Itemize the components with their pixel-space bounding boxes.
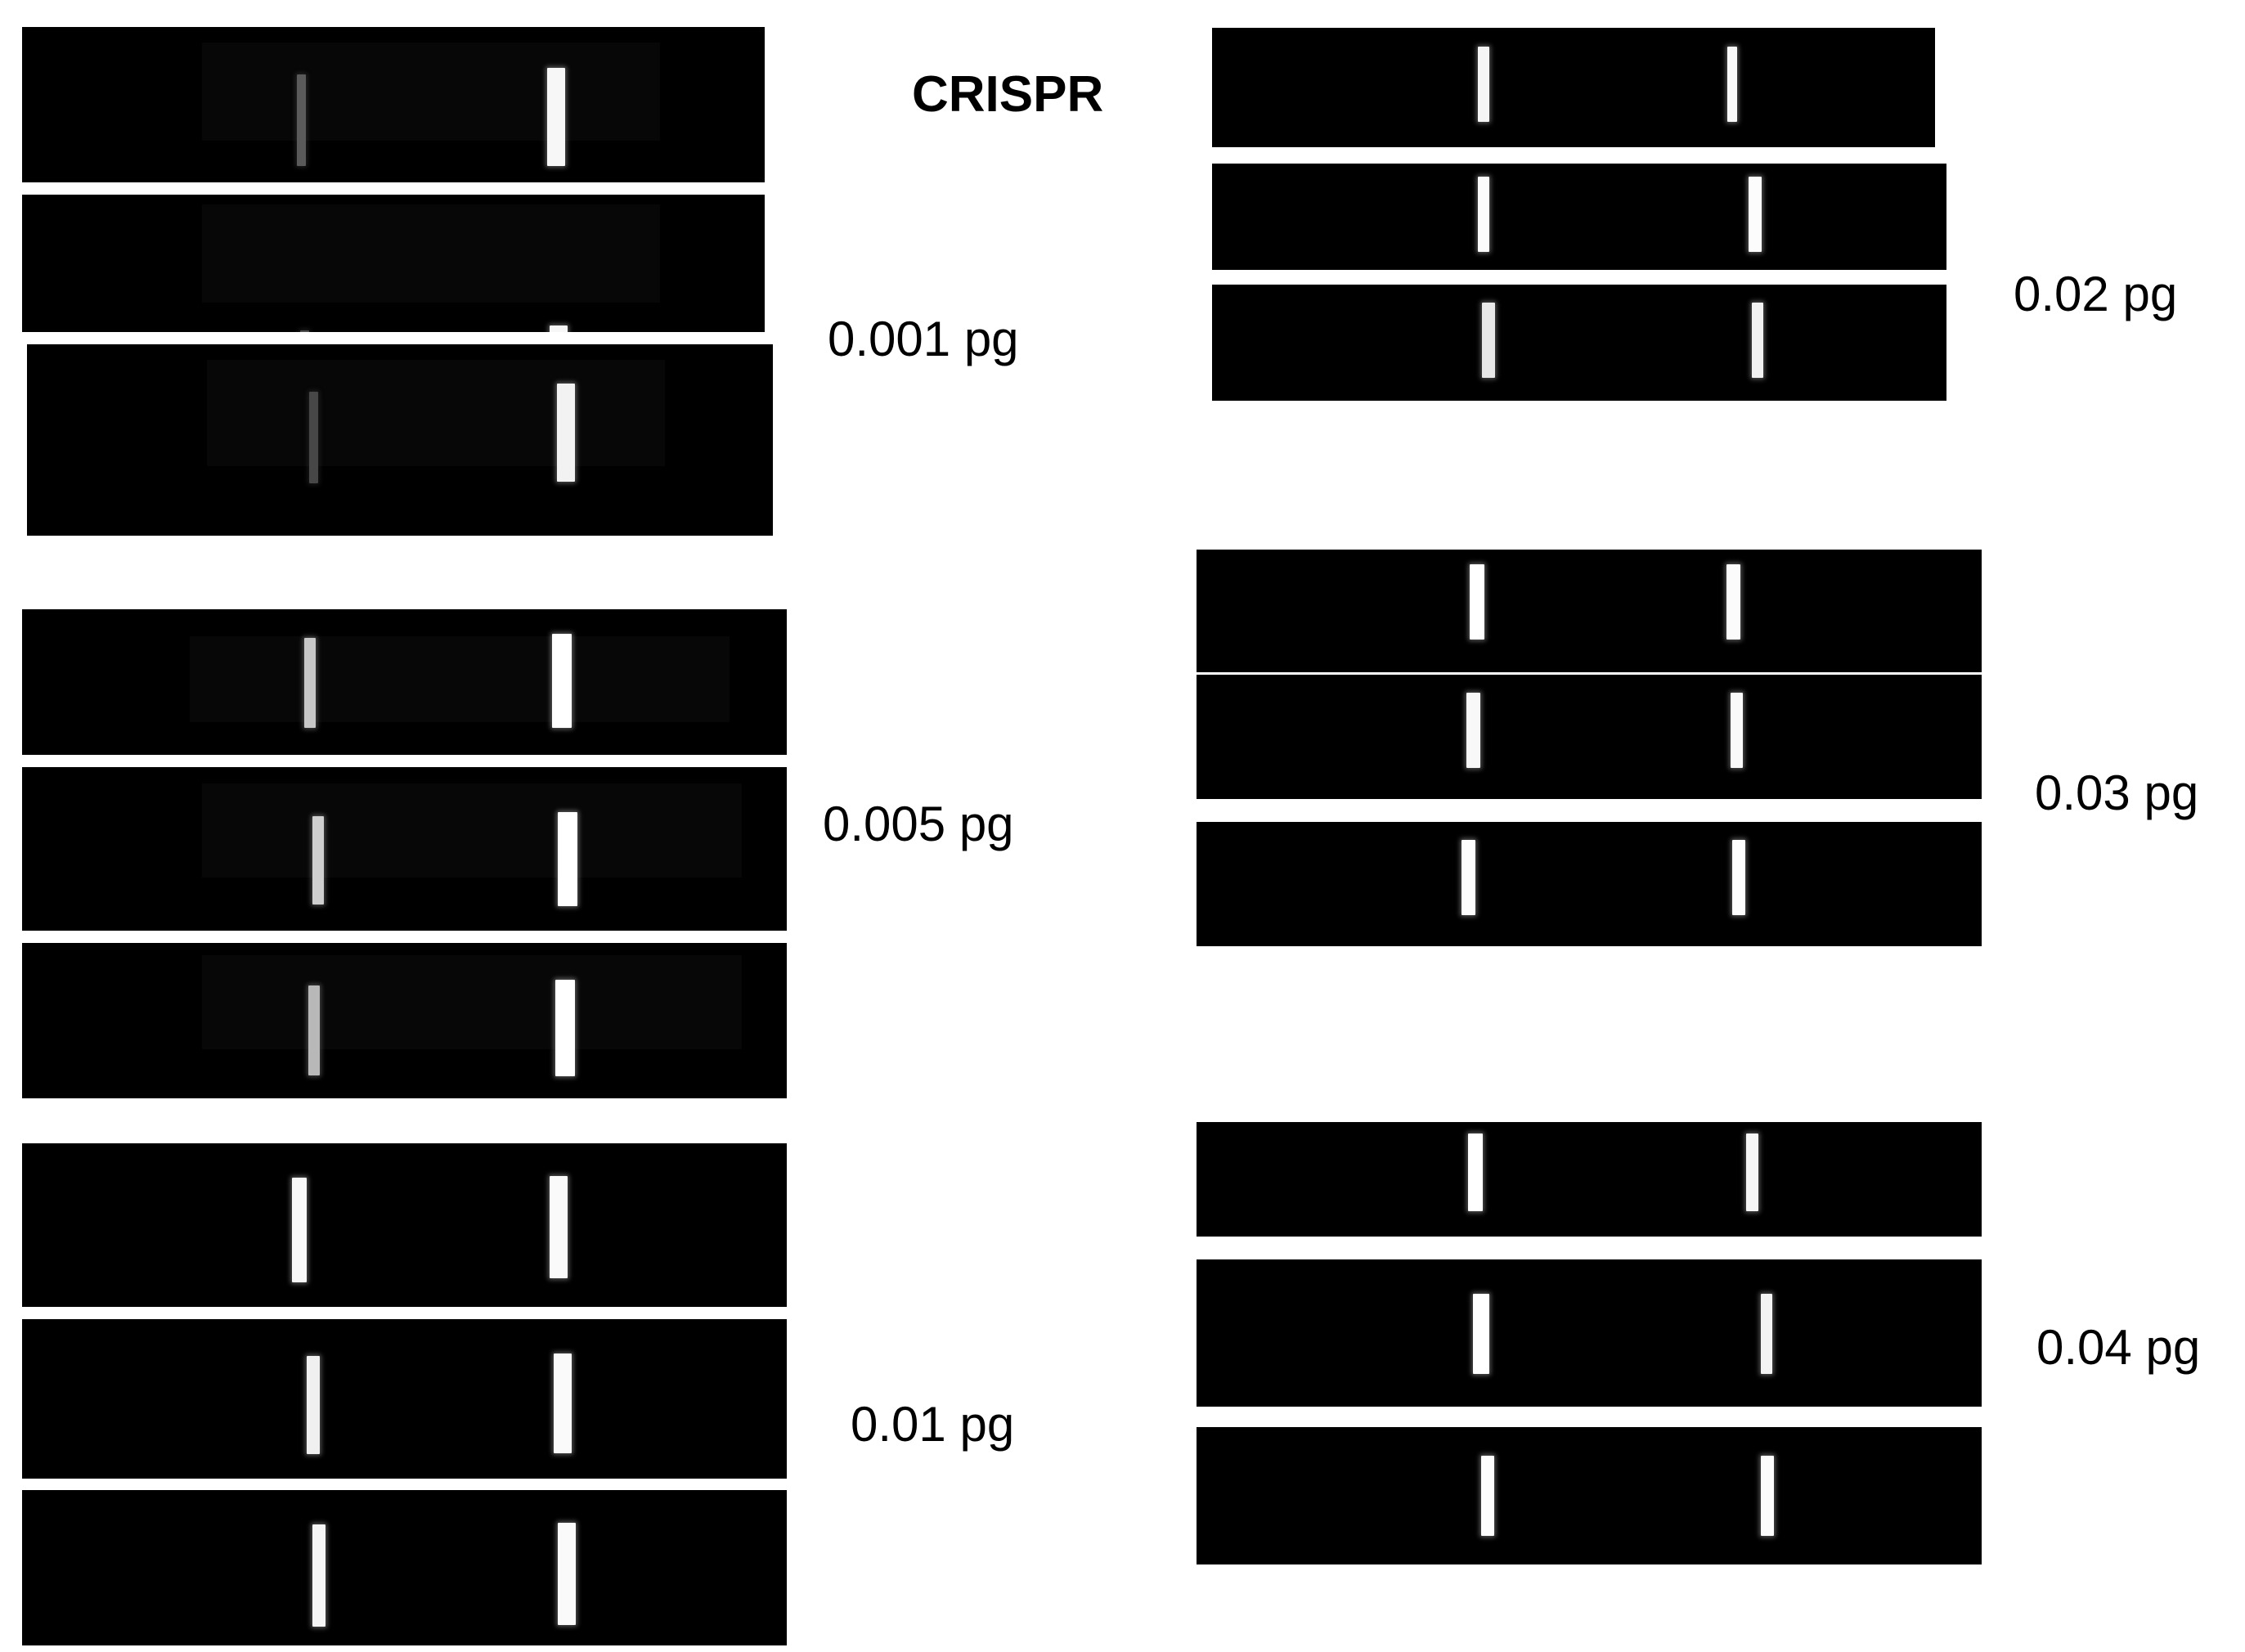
control-band [309, 392, 318, 483]
test-band [558, 1523, 576, 1625]
lateral-flow-strip [22, 1143, 787, 1307]
lateral-flow-strip [1212, 28, 1935, 147]
test-band [557, 384, 575, 482]
lateral-flow-strip [1197, 675, 1982, 799]
concentration-label: 0.01 pg [851, 1397, 1015, 1452]
lateral-flow-strip [1212, 285, 1946, 401]
membrane-region [190, 636, 730, 722]
membrane-region [202, 783, 742, 878]
lateral-flow-strip [22, 609, 787, 755]
lateral-flow-strip [27, 344, 773, 536]
test-band [1727, 47, 1737, 122]
lateral-flow-strip [1197, 1259, 1982, 1407]
control-band [307, 1356, 320, 1454]
test-band [550, 1176, 568, 1278]
control-band [1478, 177, 1489, 252]
control-band [1473, 1294, 1489, 1374]
test-band [550, 325, 568, 332]
lateral-flow-strip [22, 767, 787, 931]
test-band [558, 812, 577, 906]
control-band [1461, 840, 1475, 915]
control-band [312, 816, 324, 905]
control-band [292, 1178, 307, 1282]
test-band [547, 68, 565, 166]
lateral-flow-strip [22, 27, 765, 182]
lateral-flow-strip [22, 943, 787, 1098]
test-band [1726, 564, 1740, 640]
test-band [1761, 1294, 1772, 1374]
concentration-label: 0.001 pg [828, 312, 1019, 366]
test-band [1752, 303, 1763, 378]
membrane-region [202, 955, 742, 1049]
control-band [1470, 564, 1484, 640]
concentration-label: 0.005 pg [823, 797, 1014, 851]
test-band [554, 1353, 572, 1453]
control-band [297, 74, 306, 166]
control-band [1482, 303, 1495, 378]
control-band [1466, 693, 1480, 768]
test-band [555, 980, 575, 1076]
control-band [1478, 47, 1489, 122]
lateral-flow-strip [22, 195, 765, 332]
control-band [300, 330, 309, 332]
membrane-region [202, 43, 660, 141]
control-band [1468, 1134, 1483, 1211]
test-band [1732, 840, 1745, 915]
membrane-region [202, 204, 660, 303]
lateral-flow-strip [1197, 550, 1982, 672]
lateral-flow-strip [1197, 1427, 1982, 1564]
lateral-flow-strip [1197, 822, 1982, 946]
concentration-label: 0.02 pg [2014, 267, 2178, 321]
lateral-flow-strip [22, 1319, 787, 1479]
control-band [1481, 1456, 1494, 1536]
concentration-label: 0.03 pg [2035, 765, 2199, 820]
control-band [308, 985, 320, 1075]
test-band [1731, 693, 1743, 768]
lateral-flow-strip [1197, 1122, 1982, 1237]
figure-title: CRISPR [912, 66, 1104, 123]
control-band [312, 1524, 326, 1627]
control-band [304, 638, 316, 728]
membrane-region [207, 360, 665, 466]
test-band [1749, 177, 1762, 252]
test-band [1746, 1134, 1758, 1211]
lateral-flow-strip [22, 1490, 787, 1645]
lateral-flow-strip [1212, 164, 1946, 270]
concentration-label: 0.04 pg [2036, 1320, 2201, 1375]
test-band [552, 634, 572, 728]
test-band [1761, 1456, 1774, 1536]
